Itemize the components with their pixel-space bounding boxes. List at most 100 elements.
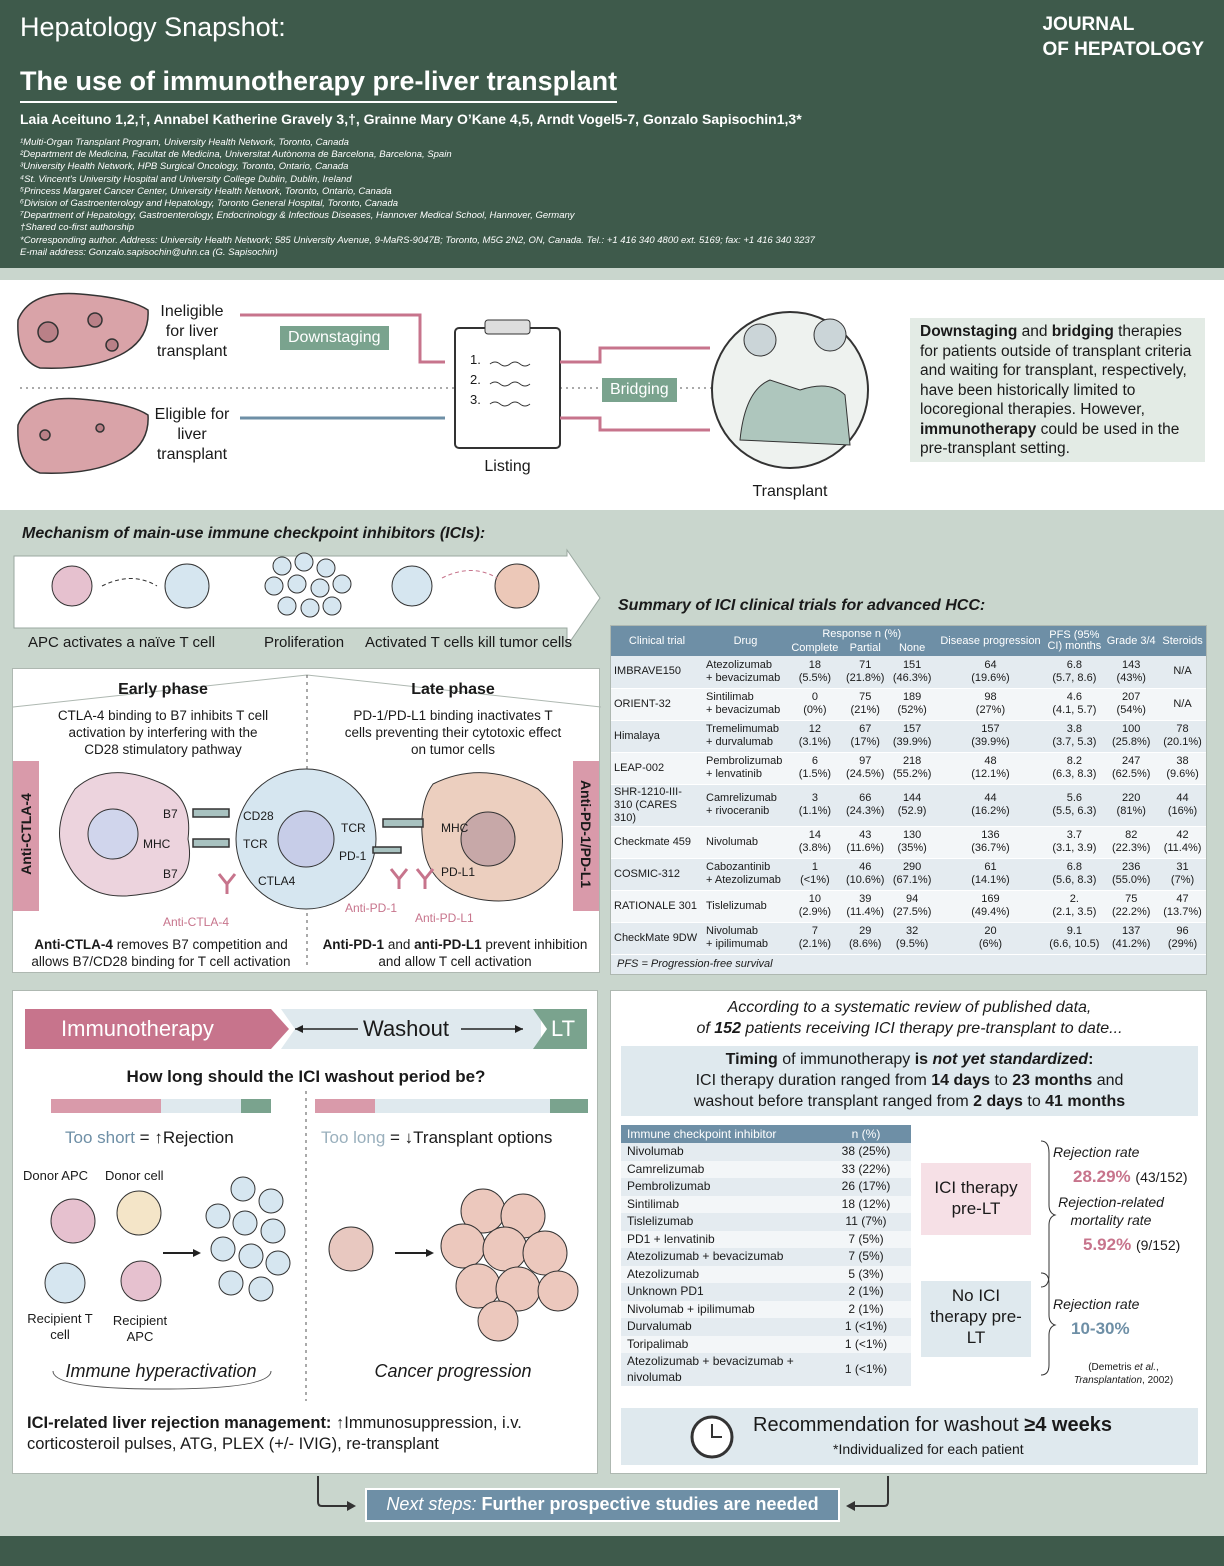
trial-none: 218(55.2%) (888, 752, 936, 785)
no-ici-therapy-box: No ICI therapy pre-LT (921, 1281, 1031, 1357)
trial-name: RATIONALE 301 (611, 890, 703, 923)
b7-label: B7 (163, 867, 178, 881)
clipboard-icon (454, 327, 561, 449)
page-title: The use of immunotherapy pre-liver trans… (20, 66, 618, 103)
bridging-label: Bridging (602, 378, 677, 402)
lt-label: LT (551, 1016, 576, 1041)
trial-grade: 75(22.2%) (1103, 890, 1160, 923)
list-number: 1. (470, 352, 481, 367)
activated-t-cell (391, 565, 433, 607)
list-number: 3. (470, 392, 481, 407)
trial-disease: 157(39.9%) (935, 720, 1046, 753)
trial-pfs: 2.(2.1, 3.5) (1045, 890, 1104, 923)
mhc-label: MHC (143, 837, 171, 851)
early-phase-title: Early phase (118, 681, 208, 698)
authors: Laia Aceituno 1,2,†, Annabel Katherine G… (20, 111, 802, 127)
step-label: Activated T cells kill tumor cells (365, 634, 573, 651)
trial-steroids: 42(11.4%) (1159, 826, 1206, 859)
too-short-text: Too short = ↑Rejection (65, 1128, 234, 1147)
step-label: Proliferation (264, 634, 345, 651)
cancer-cluster (440, 1188, 579, 1342)
immunotherapy-bar (25, 1009, 289, 1049)
tcr-label: TCR (243, 837, 268, 851)
trial-grade: 100(25.8%) (1103, 720, 1160, 753)
affiliation-line: E-mail address: Gonzalo.sapisochin@uhn.c… (20, 246, 278, 258)
trial-disease: 20(6%) (935, 922, 1046, 955)
listing-label: Listing (484, 458, 531, 475)
footer-bar (0, 1536, 1224, 1566)
trial-none: 32(9.5%) (888, 922, 936, 955)
trial-partial: 39(11.4%) (841, 890, 889, 923)
trial-row: SHR-1210-III-310 (CARES 310)Camrelizumab… (611, 784, 1206, 827)
trial-name: Himalaya (611, 720, 703, 753)
bridging-arrow-bottom (560, 416, 710, 432)
trial-none: 290(67.1%) (888, 858, 936, 891)
trial-partial: 97(24.5%) (841, 752, 889, 785)
review-intro: According to a systematic review of publ… (696, 999, 1123, 1037)
next-steps-banner: Next steps: Further prospective studies … (365, 1488, 840, 1522)
list-number: 2. (470, 372, 481, 387)
recipient-t-label: Recipient T cell (27, 1311, 93, 1342)
trial-pfs: 3.7(3.1, 3.9) (1045, 826, 1104, 859)
trial-grade: 137(41.2%) (1103, 922, 1160, 955)
naive-t-cell (164, 563, 210, 609)
rejection-rate-label: Rejection rate (1053, 1144, 1140, 1160)
pd1-label: PD-1 (339, 849, 367, 863)
rejection-rate-value-2: 10-30% (1071, 1319, 1130, 1338)
mechanism-arrow-graphic (13, 548, 601, 648)
liver-icon-top (17, 292, 149, 369)
affiliation-line: ⁴St. Vincent's University Hospital and U… (20, 173, 352, 185)
next-steps-arrows (317, 1476, 889, 1511)
trial-complete: 7(2.1%) (788, 922, 842, 955)
trial-drug: Pembrolizumab+ lenvatinib (703, 752, 788, 785)
trial-none: 157(39.9%) (888, 720, 936, 753)
mhc-label: MHC (441, 821, 469, 835)
trial-disease: 169(49.4%) (935, 890, 1046, 923)
trial-partial: 46(10.6%) (841, 858, 889, 891)
trial-drug: Atezolizumab+ bevacizumab (703, 656, 788, 689)
donor-cell-label: Donor cell (105, 1168, 164, 1183)
trial-partial: 71(21.8%) (841, 656, 889, 689)
ici-therapy-box: ICI therapy pre-LT (921, 1163, 1031, 1235)
affiliation-line: ³University Health Network, HPB Surgical… (20, 161, 349, 173)
trial-drug: Camrelizumab+ rivoceranib (703, 784, 788, 827)
anti-ctla4-label: Anti-CTLA-4 (163, 915, 230, 929)
rejection-rate-value: 28.29% (43/152) (1073, 1167, 1188, 1186)
immunotherapy-label: Immunotherapy (61, 1016, 214, 1041)
trial-none: 189(52%) (888, 688, 936, 721)
rejection-management: ICI-related liver rejection management: … (27, 1414, 522, 1453)
trial-complete: 1(<1%) (788, 858, 842, 891)
affiliation-line: ¹Multi-Organ Transplant Program, Univers… (20, 137, 349, 148)
bridging-arrow-top (560, 346, 710, 364)
trial-steroids: N/A (1159, 688, 1206, 721)
trial-steroids: 31(7%) (1159, 858, 1206, 891)
recipient-apc-label: Recipient APC (112, 1313, 168, 1344)
trial-name: ORIENT-32 (611, 688, 703, 721)
liver-icon-bottom (17, 397, 149, 474)
trial-drug: Nivolumab (703, 826, 788, 859)
trial-pfs: 5.6(5.5, 6.3) (1045, 784, 1104, 827)
rejection-rate-label-2: Rejection rate (1053, 1296, 1140, 1312)
trial-none: 151(46.3%) (888, 656, 936, 689)
brace-bottom (1040, 1272, 1057, 1376)
trial-grade: 247(62.5%) (1103, 752, 1160, 785)
trial-partial: 67(17%) (841, 720, 889, 753)
trial-steroids: 96(29%) (1159, 922, 1206, 955)
step-label: APC activates a naïve T cell (28, 634, 216, 651)
flow-summary: Downstaging and bridging therapies for p… (910, 318, 1205, 462)
trial-complete: 6(1.5%) (788, 752, 842, 785)
late-bottom-text: Anti-PD-1 and anti-PD-L1 prevent inhibit… (322, 937, 588, 969)
donor-apc-label: Donor APC (23, 1168, 89, 1183)
mortality-value: 5.92% (9/152) (1083, 1235, 1181, 1254)
